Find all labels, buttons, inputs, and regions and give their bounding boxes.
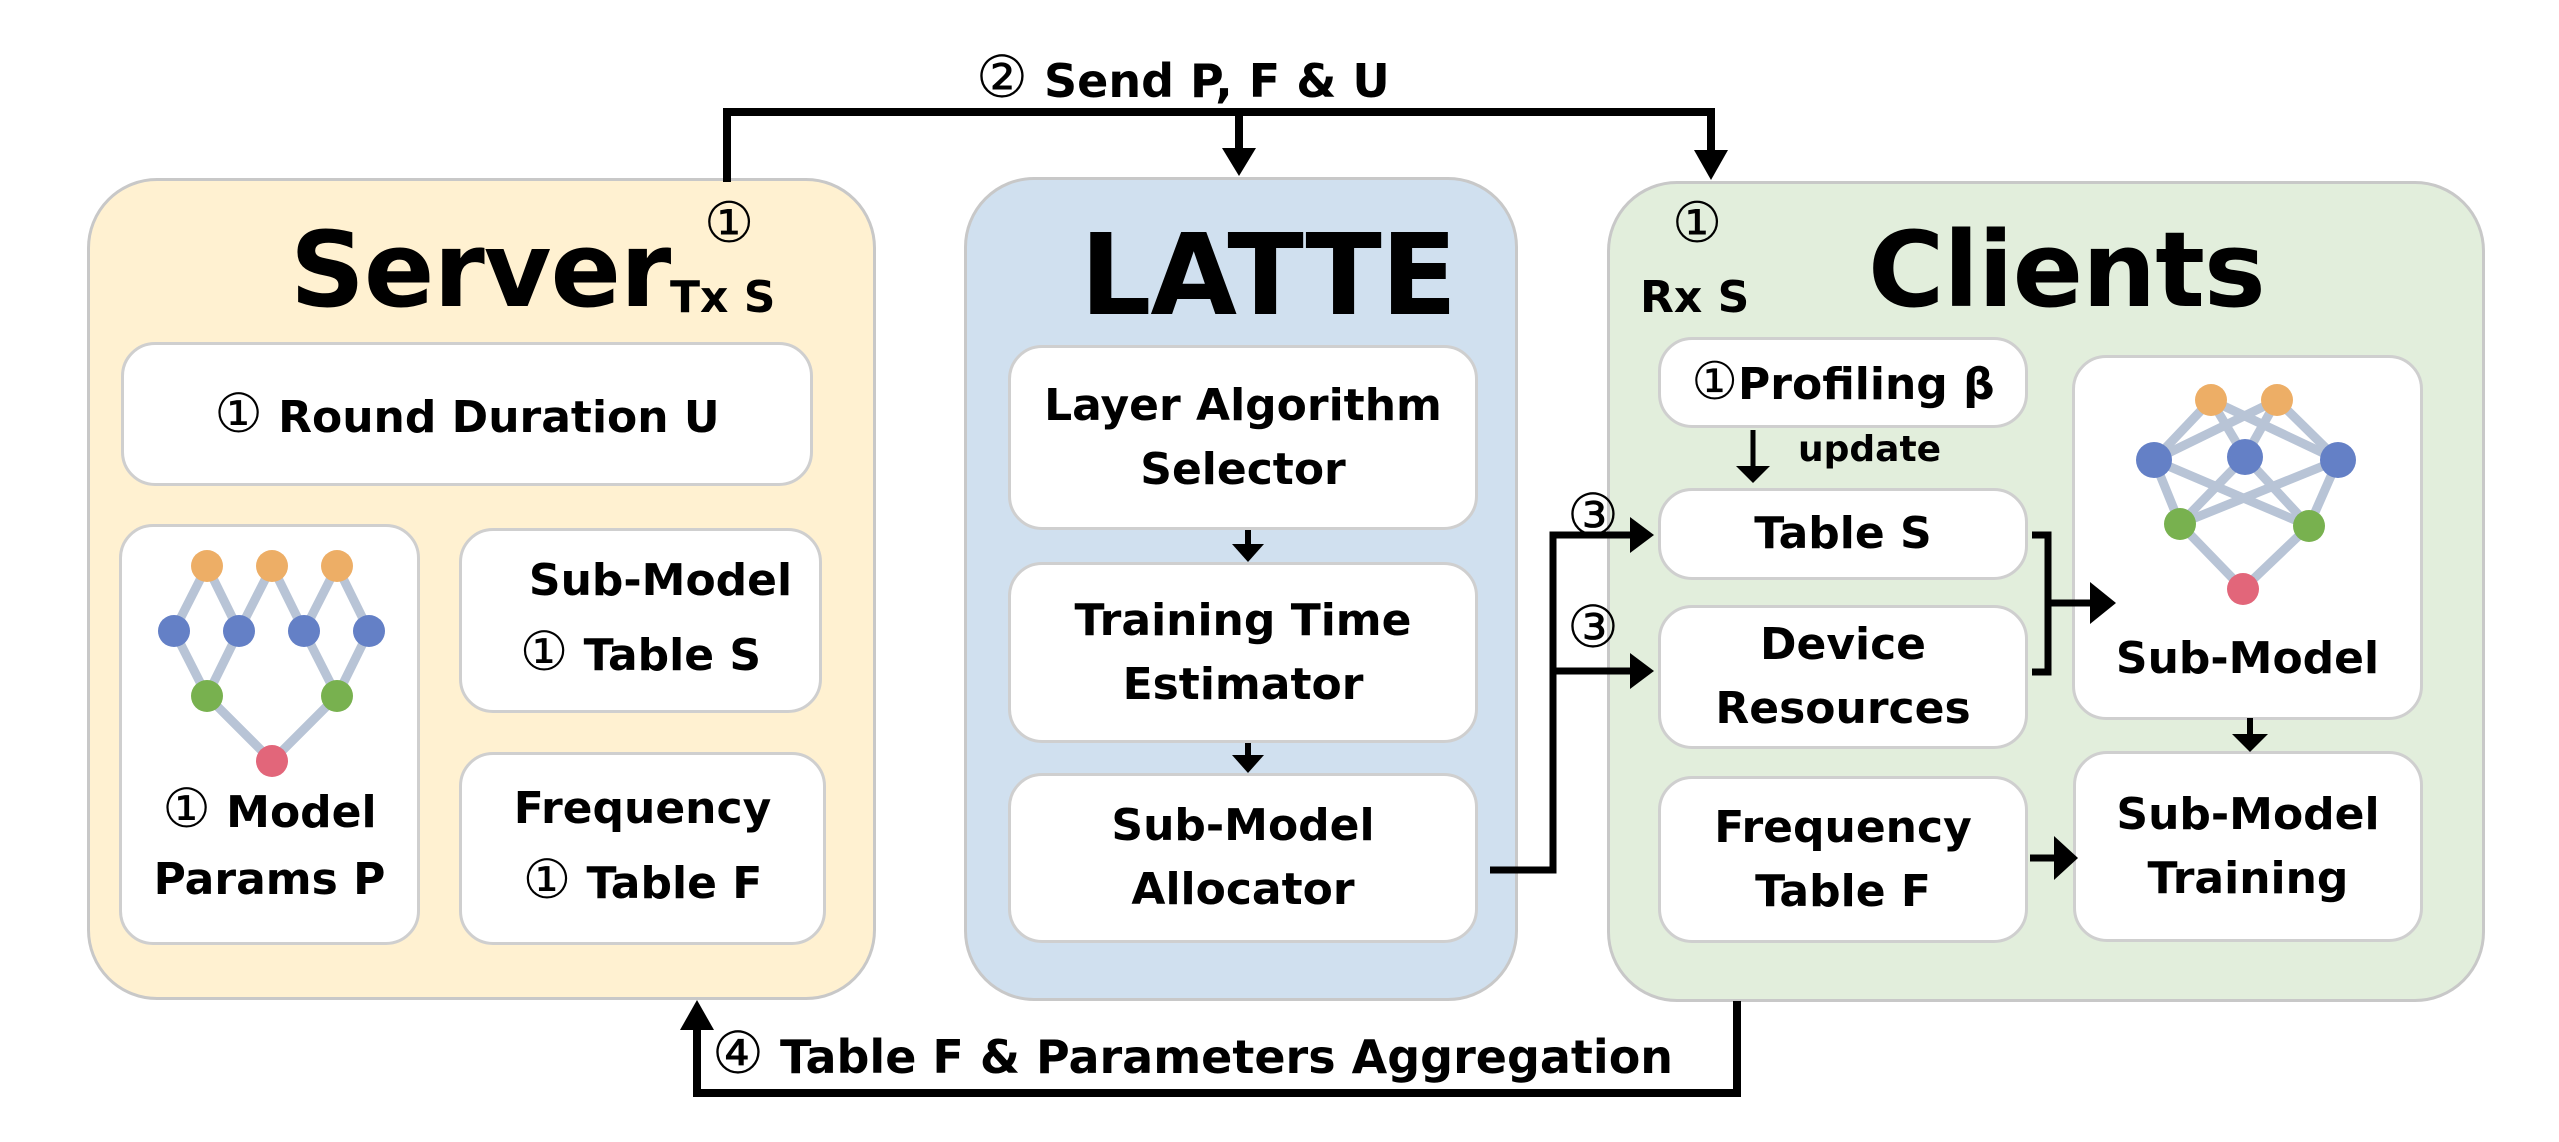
latte-block-layer-selector: Layer Algorithm Selector <box>1008 345 1478 530</box>
latte-block-time-estimator: Training Time Estimator <box>1008 562 1478 743</box>
arrowhead-to-clients <box>1694 150 1728 180</box>
allocation-step-a: ③ <box>1567 486 1619 544</box>
model-params-line2: Params P <box>153 854 386 906</box>
clients-rx-step: ① <box>1672 196 1722 252</box>
server-submodel-table-card: Sub-Model ① Table S <box>459 528 822 713</box>
step-1-icon: ① <box>704 191 755 256</box>
clients-table-s-label: Table S <box>1754 508 1932 560</box>
top-flow-connector <box>723 108 1715 182</box>
submodel-training-card: Sub-Model Training <box>2073 751 2423 942</box>
clients-rx-label: Rx S <box>1640 272 1750 323</box>
server-tx-step: ① <box>704 196 754 252</box>
latte-title: LATTE <box>1080 211 1457 341</box>
model-params-line1: Model <box>226 786 377 838</box>
clients-frequency-table-line1: Frequency <box>1714 801 1972 853</box>
server-title: Server <box>290 209 671 331</box>
server-frequency-table-card: Frequency ① Table F <box>459 752 826 945</box>
submodel-label: Sub-Model <box>2115 633 2380 685</box>
arrowhead-to-server <box>680 1000 714 1030</box>
allocation-step-b: ③ <box>1567 598 1619 656</box>
device-resources-line2: Resources <box>1715 683 1971 734</box>
submodel-training-line2: Training <box>2147 852 2349 904</box>
server-frequency-table-line1: Frequency <box>513 783 772 835</box>
step-1-icon: ① <box>214 381 263 445</box>
latte-block-line2: Allocator <box>1131 864 1355 915</box>
latte-block-line2: Selector <box>1140 443 1346 495</box>
submodel-training-line1: Sub-Model <box>2116 788 2380 840</box>
round-duration-card: ① Round Duration U <box>121 342 813 486</box>
round-duration-label: Round Duration U <box>278 391 720 443</box>
latte-block-line1: Layer Algorithm <box>1044 379 1442 431</box>
server-tx-label: Tx S <box>670 272 776 323</box>
latte-block-line1: Training Time <box>1074 594 1412 646</box>
step-4-icon: ④ <box>712 1019 764 1087</box>
latte-block-allocator: Sub-Model Allocator <box>1008 773 1478 943</box>
update-label: update <box>1798 429 1942 470</box>
device-resources-line1: Device <box>1759 619 1927 671</box>
profiling-card: ①Profiling β <box>1658 337 2028 428</box>
latte-block-line1: Sub-Model <box>1111 800 1375 852</box>
clients-frequency-table-card: Frequency Table F <box>1658 776 2028 943</box>
arrowhead-to-latte <box>1222 148 1256 176</box>
server-frequency-table-line2: Table F <box>586 858 763 910</box>
server-submodel-table-line2: Table S <box>583 630 762 682</box>
step-1-icon: ① <box>519 620 569 684</box>
latte-block-line2: Estimator <box>1122 658 1364 710</box>
step-2-icon: ② <box>976 43 1028 111</box>
step-3-icon: ③ <box>1567 593 1619 661</box>
bottom-flow-label: ④ Table F & Parameters Aggregation <box>712 1024 1673 1082</box>
bottom-flow-text: Table F & Parameters Aggregation <box>780 1030 1674 1084</box>
top-flow-text: Send P, F & U <box>1044 54 1390 108</box>
clients-table-s-card: Table S <box>1658 488 2028 580</box>
device-resources-card: Device Resources <box>1658 605 2028 749</box>
submodel-card: Sub-Model <box>2072 355 2423 720</box>
profiling-label: Profiling β <box>1738 358 1995 410</box>
step-1-icon: ① <box>1672 191 1723 256</box>
clients-frequency-table-line2: Table F <box>1755 865 1931 917</box>
step-1-icon: ① <box>1691 351 1739 412</box>
model-params-card: ① Model Params P <box>119 524 420 945</box>
clients-title: Clients <box>1868 209 2266 331</box>
step-1-icon: ① <box>162 776 211 840</box>
step-1-icon: ① <box>522 848 572 912</box>
step-3-icon: ③ <box>1567 481 1619 549</box>
top-flow-label: ② Send P, F & U <box>976 48 1390 106</box>
server-submodel-table-line1: Sub-Model <box>528 555 793 607</box>
